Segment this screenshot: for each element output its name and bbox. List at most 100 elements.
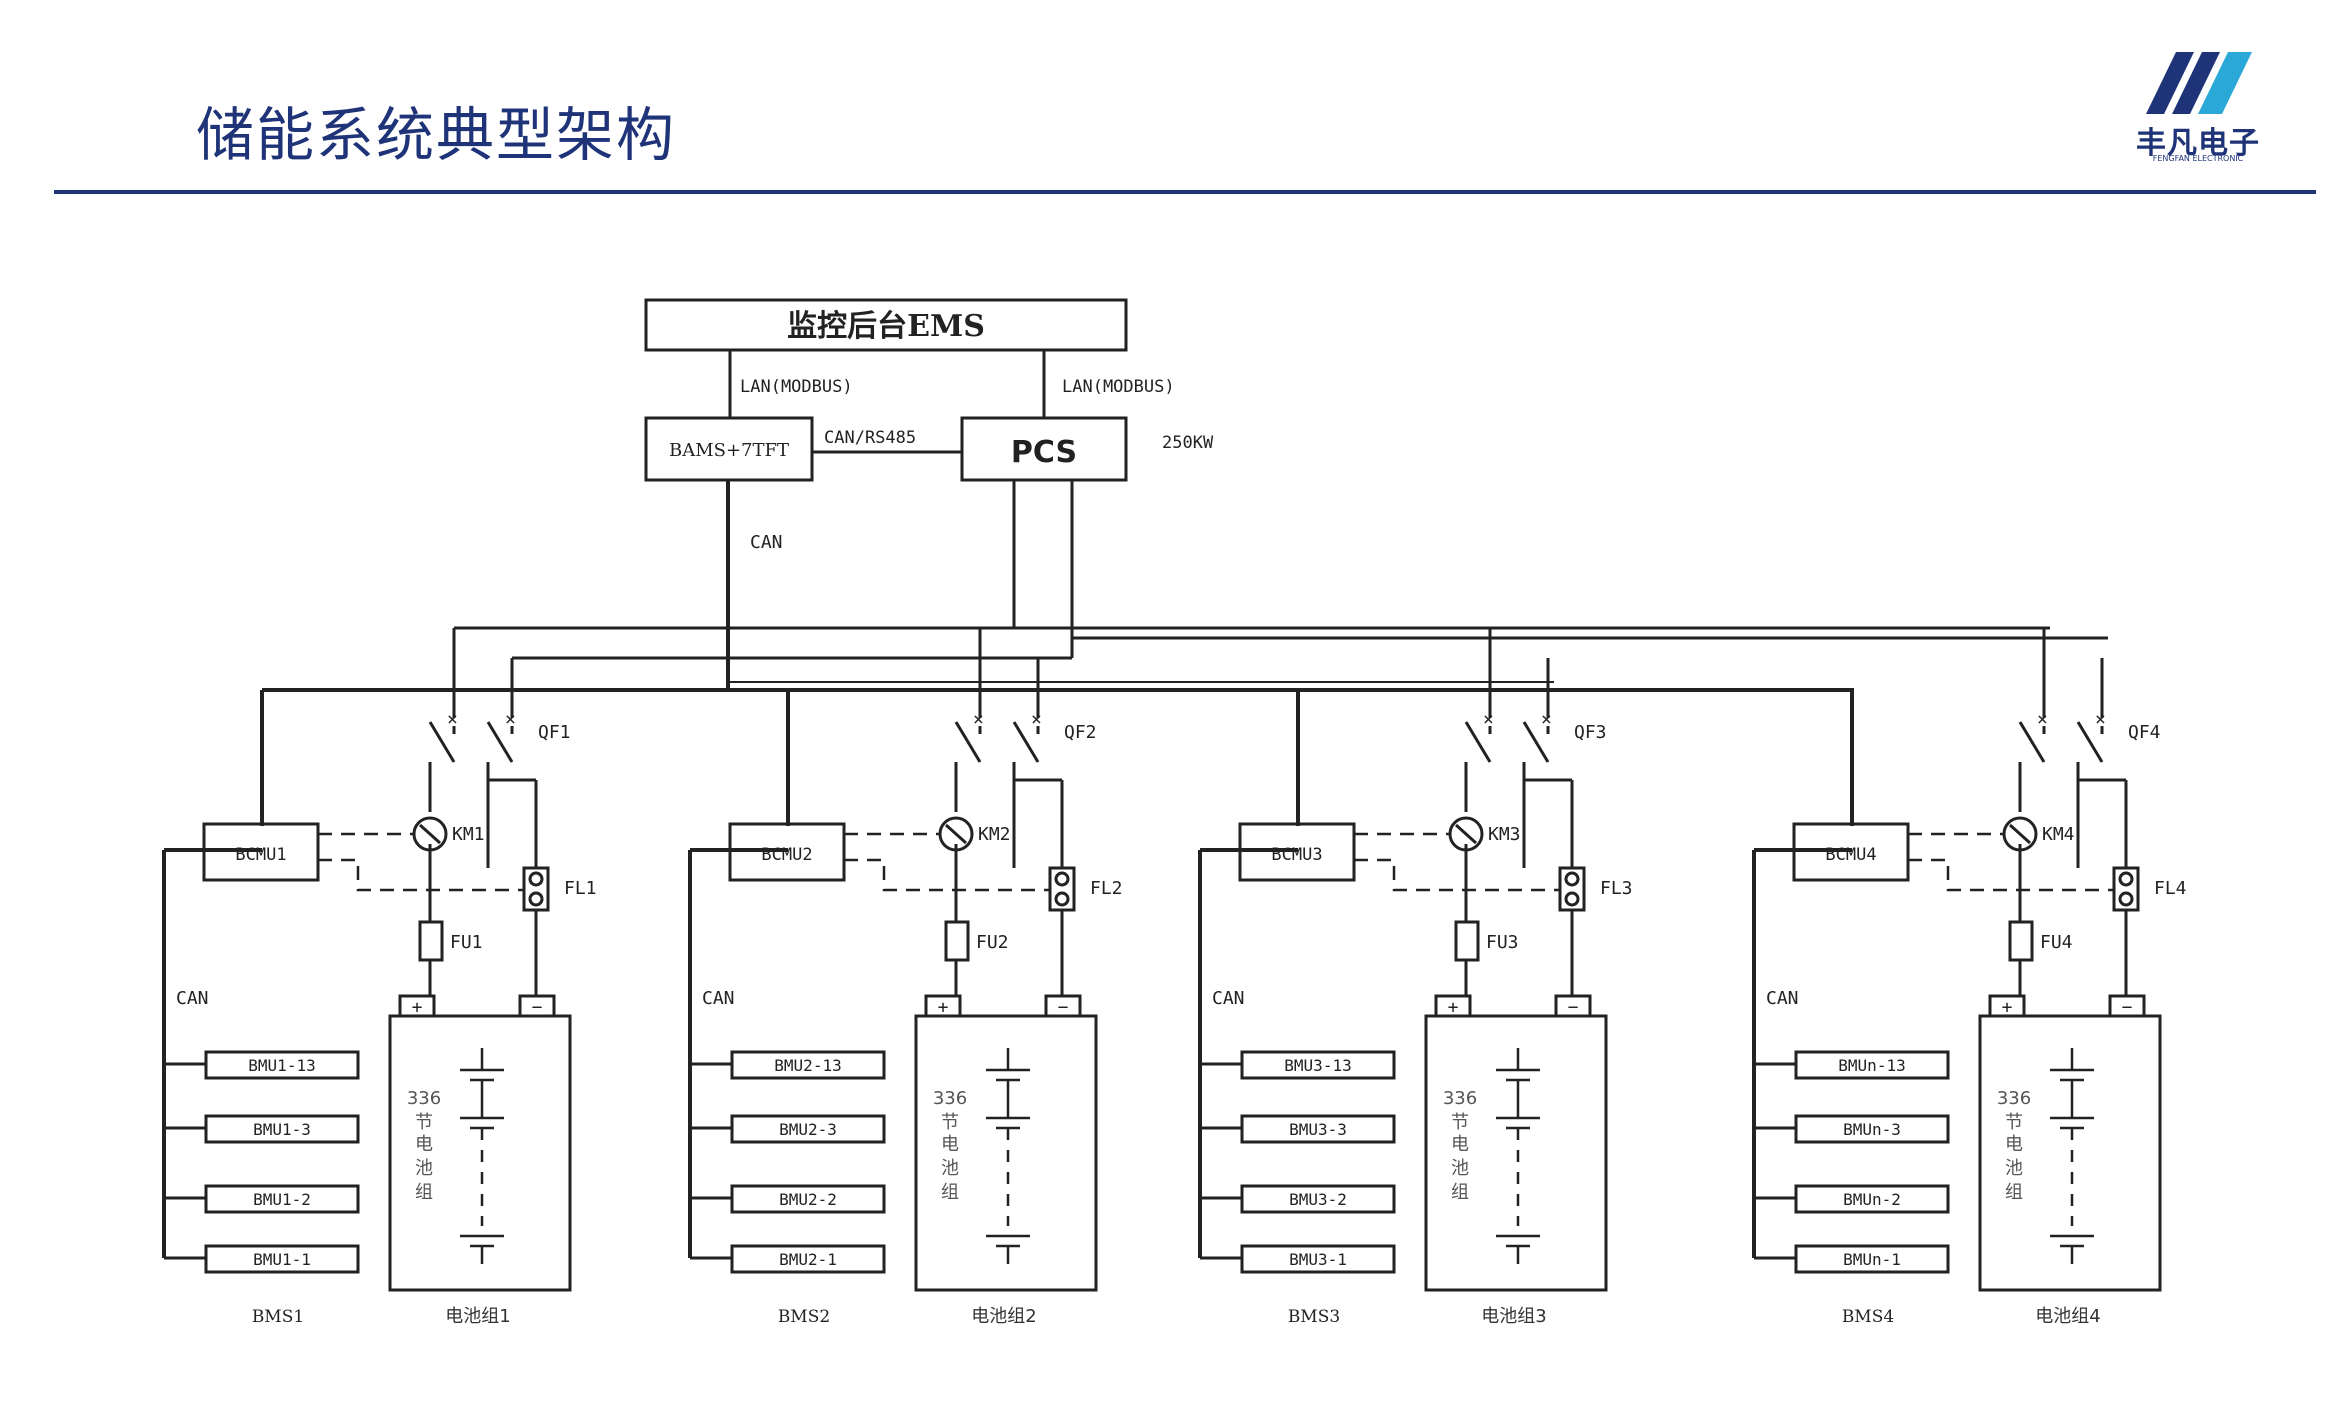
bmu-label: BMU3-1 [1289,1250,1347,1269]
bmu-label: BMU1-13 [248,1056,315,1075]
km-label: KM2 [978,824,1011,845]
cell-count-label: 节 [415,1112,433,1133]
bmu-box [204,1050,360,1080]
cell-count-label: 组 [941,1182,959,1203]
branch-can-label: CAN [1766,988,1799,1009]
bms-caption: BMS4 [1842,1307,1894,1327]
bmu-label: BMUn-3 [1843,1120,1901,1139]
bmu-label: BMU1-3 [253,1120,311,1139]
fu-label: FU3 [1486,932,1519,953]
bmu-label: BMU1-2 [253,1190,311,1209]
bms-caption: BMS1 [252,1307,304,1327]
km-label: KM4 [2042,824,2075,845]
cell-count-label: 节 [2005,1112,2023,1133]
bms-branch-3: ××QF3KM3FU3FL3BCMU3CANBMU3-13BMU3-3BMU3-… [1198,628,1633,1327]
cell-count-label: 336 [407,1088,441,1109]
fl-label: FL2 [1090,878,1123,899]
bms-branch-2: ××QF2KM2FU2FL2BCMU2CANBMU2-13BMU2-3BMU2-… [688,628,1123,1327]
svg-text:+: + [938,997,949,1018]
minus-terminal-icon [1044,994,1082,1018]
bmu-label: BMU2-2 [779,1190,837,1209]
qf-label: QF2 [1064,722,1097,743]
bmu-label: BMUn-2 [1843,1190,1901,1209]
bmu-box [730,1244,886,1274]
cell-count-label: 节 [941,1112,959,1133]
bmu-box [1240,1050,1396,1080]
bms-branch-4: ××QF4KM4FU4FL4BCMU4CANBMUn-13BMUn-3BMUn-… [1752,628,2187,1327]
bmu-box [1240,1114,1396,1144]
bmu-box [1794,1184,1950,1214]
bmu-box [204,1184,360,1214]
qf-label: QF3 [1574,722,1607,743]
svg-text:−: − [2122,997,2133,1018]
cell-count-label: 池 [2005,1158,2023,1179]
logo-name: 丰凡电子 [2136,126,2260,161]
battery-pack-box [1978,1014,2162,1292]
svg-text:−: − [1568,997,1579,1018]
fuse-icon [2008,920,2034,962]
battery-pack-box [388,1014,572,1292]
fl-label: FL4 [2154,878,2187,899]
lan-right-label: LAN(MODBUS) [1062,377,1175,397]
qf-label: QF1 [538,722,571,743]
bmu-box [204,1244,360,1274]
minus-terminal-icon [1554,994,1592,1018]
cell-count-label: 组 [415,1182,433,1203]
company-logo [2146,52,2252,114]
svg-text:×: × [973,709,984,730]
cell-count-label: 节 [1451,1112,1469,1133]
page-title: 储能系统典型架构 [196,101,677,169]
bms-caption: BMS3 [1288,1307,1340,1327]
bmu-box [1794,1114,1950,1144]
pack-caption: 电池组1 [445,1306,510,1327]
km-label: KM3 [1488,824,1521,845]
bmu-label: BMU1-1 [253,1250,311,1269]
pack-caption: 电池组2 [971,1306,1036,1327]
svg-text:×: × [1541,709,1552,730]
svg-text:×: × [2095,709,2106,730]
bmu-label: BMU3-3 [1289,1120,1347,1139]
svg-text:+: + [1448,997,1459,1018]
title-divider [54,190,2316,194]
logo-subtitle: FENGFAN ELECTRONIC [2152,154,2244,163]
svg-text:−: − [532,997,543,1018]
svg-text:×: × [1483,709,1494,730]
svg-text:×: × [1031,709,1042,730]
pack-caption: 电池组3 [1481,1306,1546,1327]
fuse-icon [944,920,970,962]
bmu-label: BMU3-2 [1289,1190,1347,1209]
branch-can-label: CAN [176,988,209,1009]
bmu-box [730,1114,886,1144]
bmu-label: BMU3-13 [1284,1056,1351,1075]
plus-terminal-icon [1434,994,1472,1018]
lan-left-label: LAN(MODBUS) [740,377,853,397]
bams-label: BAMS+7TFT [669,440,789,461]
bmu-label: BMUn-1 [1843,1250,1901,1269]
svg-text:×: × [2037,709,2048,730]
ems-box [644,298,1128,352]
bmu-box [1794,1050,1950,1080]
bmu-label: BMU2-13 [774,1056,841,1075]
branch-can-label: CAN [1212,988,1245,1009]
cell-count-label: 336 [1443,1088,1477,1109]
battery-pack-box [1424,1014,1608,1292]
branch-can-label: CAN [702,988,735,1009]
can-rs485-label: CAN/RS485 [824,428,916,448]
fu-label: FU1 [450,932,483,953]
fuse-icon [418,920,444,962]
ems-label: 监控后台EMS [787,309,985,344]
bmu-label: BMU2-3 [779,1120,837,1139]
cell-count-label: 电 [1451,1134,1469,1155]
fu-label: FU2 [976,932,1009,953]
qf-label: QF4 [2128,722,2161,743]
bms-branch-1: ××QF1KM1FU1FL1BCMU1CANBMU1-13BMU1-3BMU1-… [162,628,597,1327]
cell-count-label: 电 [2005,1134,2023,1155]
cell-count-label: 池 [415,1158,433,1179]
battery-pack-box [914,1014,1098,1292]
fuse-icon [1454,920,1480,962]
svg-text:−: − [1058,997,1069,1018]
minus-terminal-icon [518,994,556,1018]
plus-terminal-icon [1988,994,2026,1018]
pcs-label: PCS [1011,435,1077,470]
